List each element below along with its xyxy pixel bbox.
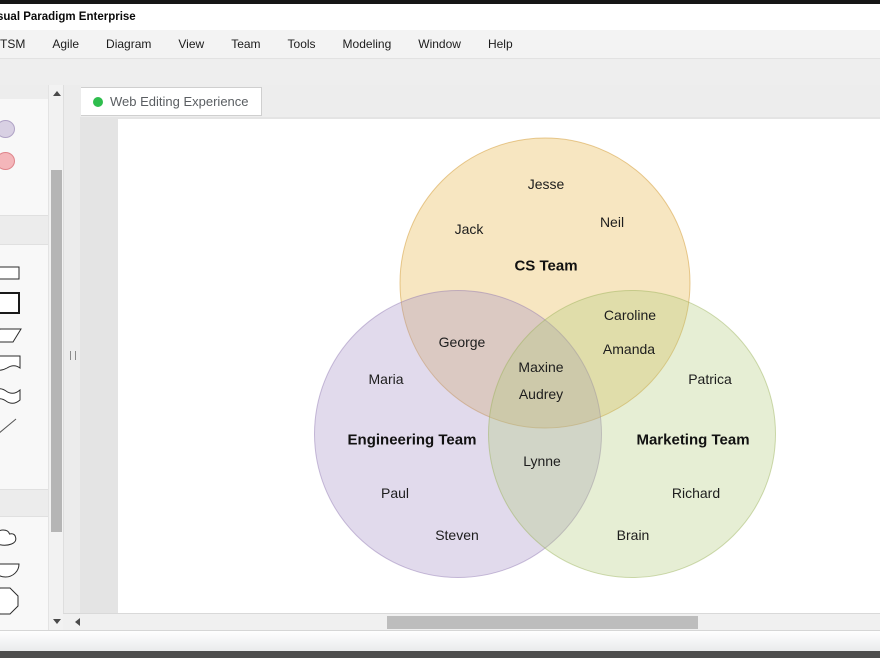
venn-label-audrey[interactable]: Audrey <box>518 386 564 402</box>
venn-label-cs-team[interactable]: CS Team <box>514 257 578 275</box>
parallelogram-icon[interactable] <box>0 328 23 344</box>
venn-label-steven[interactable]: Steven <box>435 527 479 543</box>
venn-label-amanda[interactable]: Amanda <box>602 341 656 357</box>
venn-circle-engineering-team[interactable] <box>314 290 602 578</box>
menu-diagram[interactable]: Diagram <box>106 37 152 51</box>
venn-circle-cs-team[interactable] <box>399 137 691 429</box>
toolbar-strip <box>0 59 880 85</box>
menu-tools[interactable]: Tools <box>287 37 316 51</box>
ellipse-purple-icon[interactable] <box>0 120 15 138</box>
venn-label-neil[interactable]: Neil <box>599 214 625 230</box>
menu-window[interactable]: Window <box>418 37 461 51</box>
menu-view[interactable]: View <box>178 37 205 51</box>
venn-label-caroline[interactable]: Caroline <box>603 307 657 323</box>
venn-label-brain[interactable]: Brain <box>616 527 650 543</box>
scroll-down-arrow-icon[interactable] <box>53 619 61 624</box>
title-bar: sual Paradigm Enterprise <box>0 4 880 30</box>
ellipse-pink-icon[interactable] <box>0 152 15 170</box>
panel-splitter[interactable] <box>63 85 81 613</box>
venn-label-paul[interactable]: Paul <box>380 485 410 501</box>
splitter-handle-icon[interactable] <box>70 351 76 360</box>
venn-label-richard[interactable]: Richard <box>671 485 721 501</box>
tab-status-dot-icon <box>93 96 103 107</box>
venn-label-george[interactable]: George <box>438 334 486 350</box>
palette-header-strip <box>0 85 48 99</box>
venn-label-jesse[interactable]: Jesse <box>527 176 565 192</box>
venn-label-patrica[interactable]: Patrica <box>688 371 732 387</box>
venn-label-jack[interactable]: Jack <box>454 221 484 237</box>
venn-diagram <box>314 137 776 578</box>
bold-rectangle-icon[interactable] <box>0 291 21 315</box>
menu-agile[interactable]: Agile <box>52 37 80 51</box>
menu-tsm[interactable]: TSM <box>0 37 26 51</box>
window-title: sual Paradigm Enterprise <box>0 11 136 23</box>
menu-modeling[interactable]: Modeling <box>342 37 392 51</box>
line-icon[interactable] <box>0 417 21 441</box>
shape-palette <box>0 85 48 630</box>
horizontal-scrollbar-thumb[interactable] <box>387 616 698 629</box>
cloud-shape-icon[interactable] <box>0 528 23 548</box>
menu-team[interactable]: Team <box>231 37 261 51</box>
venn-circle-marketing-team[interactable] <box>488 290 776 578</box>
palette-divider <box>0 489 48 517</box>
status-bar <box>0 630 880 651</box>
venn-label-marketing-team[interactable]: Marketing Team <box>636 431 750 449</box>
menu-bar: TSM Agile Diagram View Team Tools Modeling Wind… <box>0 30 880 59</box>
scroll-left-arrow-icon[interactable] <box>75 618 80 626</box>
half-ellipse-shape-icon[interactable] <box>0 562 23 580</box>
window-bottom-edge <box>0 651 880 658</box>
canvas-horizontal-scrollbar[interactable] <box>63 613 880 631</box>
tab-bar: Web Editing Experience <box>0 85 880 117</box>
menu-help[interactable]: Help <box>487 37 513 51</box>
scroll-up-arrow-icon[interactable] <box>53 91 61 96</box>
rectangle-icon[interactable] <box>0 266 21 281</box>
venn-label-lynne[interactable]: Lynne <box>523 453 561 469</box>
window-top-edge <box>0 0 880 4</box>
venn-label-maxine[interactable]: Maxine <box>518 359 564 375</box>
venn-label-maria[interactable]: Maria <box>368 371 404 387</box>
tab-web-editing-experience[interactable]: Web Editing Experience <box>80 87 262 116</box>
multi-document-shape-icon[interactable] <box>0 385 23 409</box>
palette-scrollbar[interactable] <box>48 85 64 630</box>
venn-label-engineering-team[interactable]: Engineering Team <box>347 431 477 449</box>
document-shape-icon[interactable] <box>0 355 23 375</box>
palette-scrollbar-thumb[interactable] <box>51 170 62 532</box>
octagon-shape-icon[interactable] <box>0 587 21 615</box>
palette-divider <box>0 215 48 245</box>
tab-label: Web Editing Experience <box>110 94 249 109</box>
